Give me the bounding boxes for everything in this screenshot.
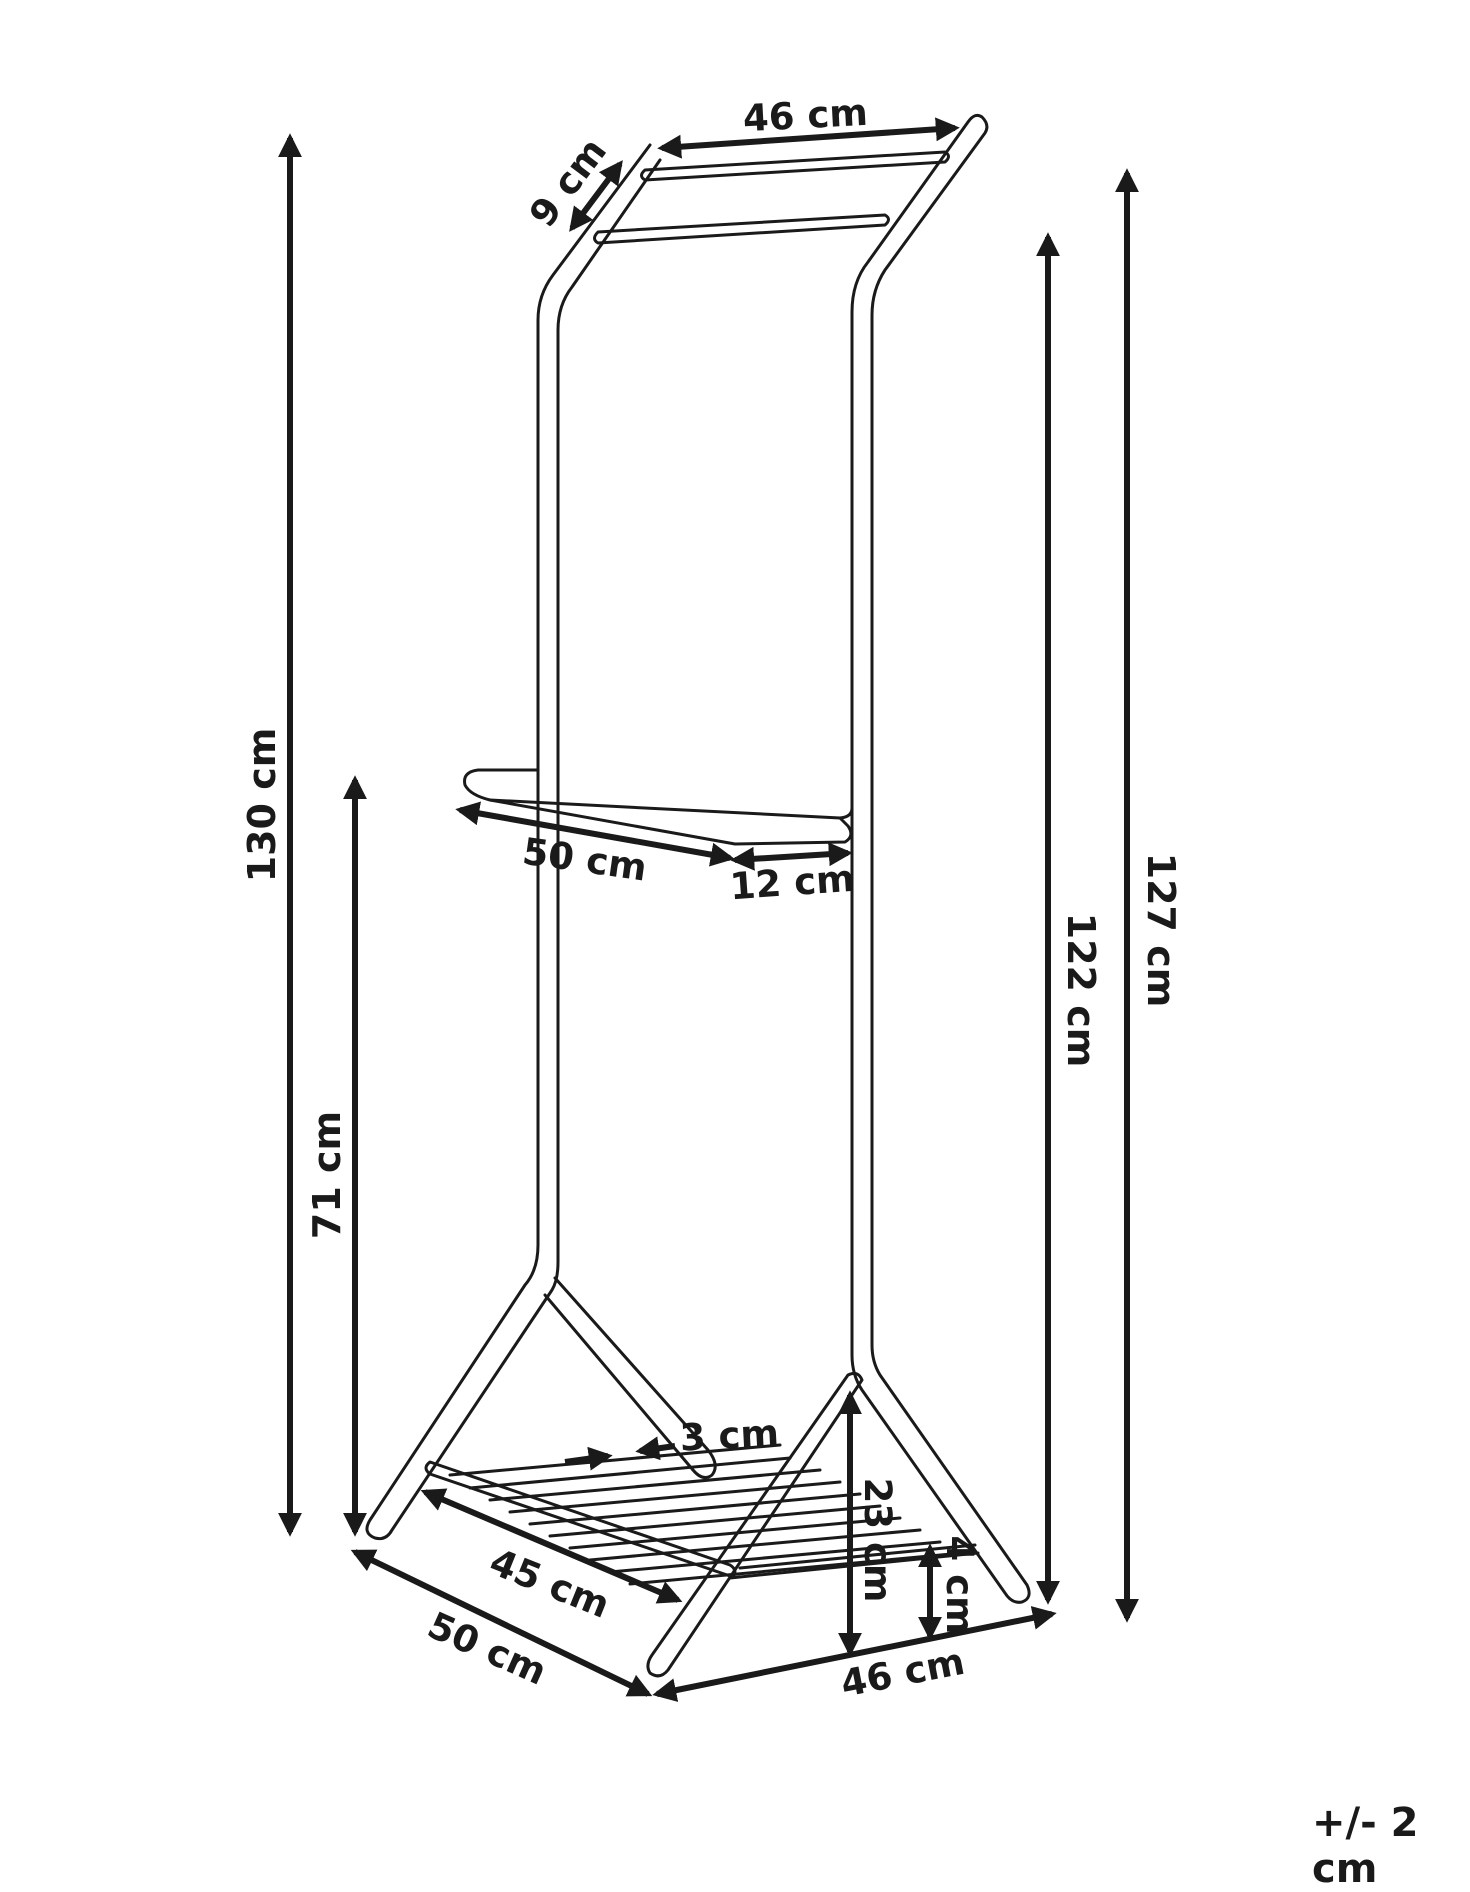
label-46-top: 46 cm (742, 91, 869, 140)
label-9: 9 cm (521, 130, 615, 235)
dim-3-line-a (564, 1446, 613, 1471)
dim-12-line (730, 842, 853, 871)
label-4: 4 cm (938, 1535, 981, 1634)
middle-bar (463, 768, 854, 820)
label-71: 71 cm (305, 1111, 349, 1239)
top-rung-1 (640, 150, 950, 182)
dim-50-bar-line (455, 801, 735, 867)
middle-bar-lower (488, 798, 853, 846)
label-23: 23 cm (856, 1478, 899, 1603)
dim-3-line-b (635, 1436, 676, 1461)
dimension-lines (278, 117, 1139, 1702)
dim-50-base-line (350, 1549, 653, 1697)
dim-46-top-line (657, 117, 960, 159)
top-rung-2 (593, 213, 890, 245)
tolerance-note: +/- 2 cm (1312, 1800, 1419, 1892)
label-45: 45 cm (484, 1540, 616, 1627)
label-127: 127 cm (1139, 853, 1183, 1008)
towel-rack-dimension-diagram: 130 cm 71 cm 122 cm 127 cm 46 cm 9 cm 50… (240, 91, 1183, 1706)
label-46-base: 46 cm (837, 1640, 968, 1706)
left-upright (365, 143, 662, 1541)
label-122: 122 cm (1059, 913, 1103, 1068)
label-3: 3 cm (679, 1411, 780, 1459)
base-rear-leg (543, 1276, 717, 1480)
dimension-labels: 130 cm 71 cm 122 cm 127 cm 46 cm 9 cm 50… (240, 91, 1183, 1706)
right-upright (850, 113, 1031, 1604)
label-130: 130 cm (240, 728, 284, 883)
dim-9-line (569, 160, 623, 232)
label-12: 12 cm (728, 857, 856, 909)
